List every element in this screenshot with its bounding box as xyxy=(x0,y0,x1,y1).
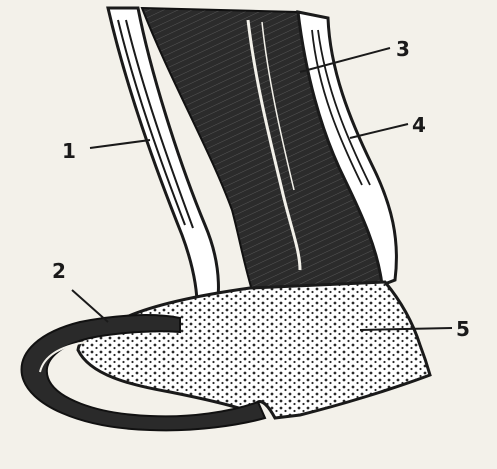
leader-4 xyxy=(350,124,408,138)
label-4: 4 xyxy=(412,113,426,137)
label-2: 2 xyxy=(52,259,66,283)
label-1: 1 xyxy=(62,139,76,163)
leader-2 xyxy=(72,290,108,322)
label-5: 5 xyxy=(456,317,470,341)
label-3: 3 xyxy=(396,37,410,61)
base-bone xyxy=(78,282,430,418)
leader-1 xyxy=(90,140,150,148)
